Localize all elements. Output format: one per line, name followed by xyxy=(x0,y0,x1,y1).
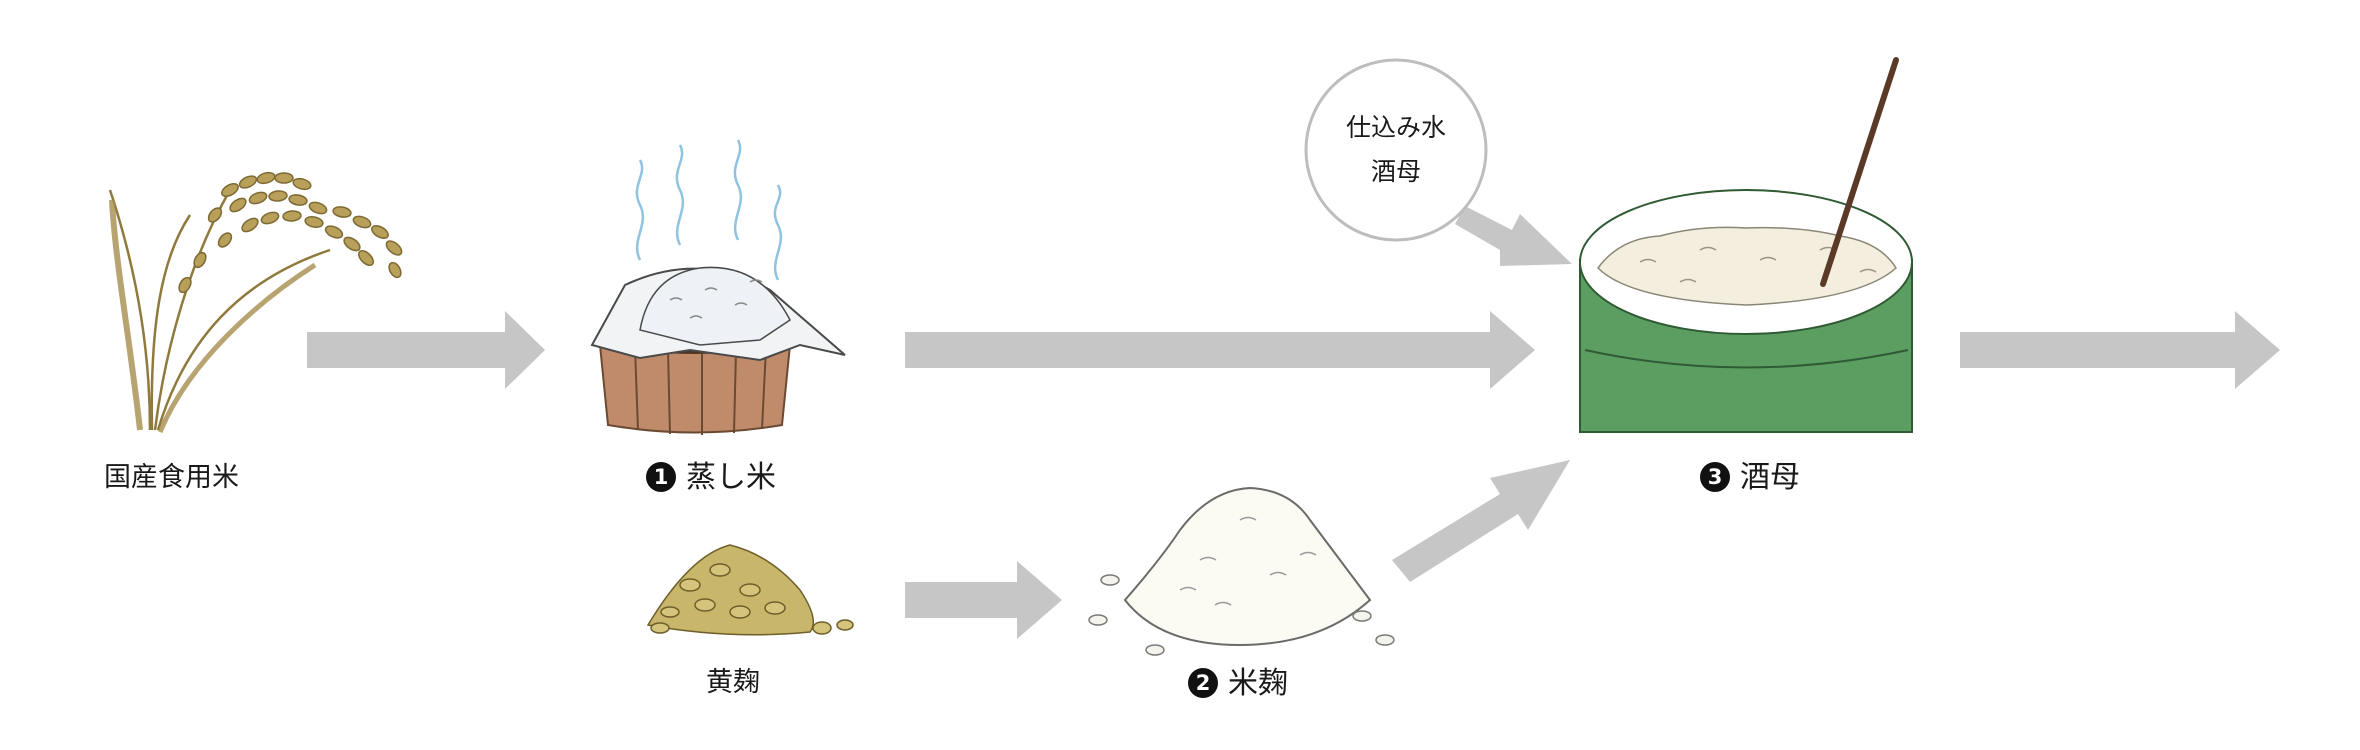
step1-text: 蒸し米 xyxy=(686,460,776,495)
shubo-tank-icon xyxy=(1579,57,1913,433)
bubble-line-1: 仕込み水 xyxy=(1345,113,1446,142)
rice-koji-pile-icon xyxy=(1088,486,1395,656)
rice-plant-icon xyxy=(108,171,403,433)
paddle-icon xyxy=(1820,57,1899,287)
koji-spores-label: 黄麹 xyxy=(706,667,760,698)
rice-label: 国産食用米 xyxy=(104,462,239,493)
arrow-steamed-to-shubo xyxy=(905,311,1535,389)
step3-badge: 3 xyxy=(1700,462,1730,492)
arrow-ricekoji-to-shubo xyxy=(1392,460,1570,582)
input-bubble xyxy=(1304,58,1488,242)
arrow-koji-to-ricekoji xyxy=(905,561,1062,639)
bubble-text: 仕込み水 酒母 xyxy=(1306,106,1486,194)
arrow-water-to-shubo xyxy=(1455,206,1572,266)
step2-badge: 2 xyxy=(1188,668,1218,698)
bubble-line-2: 酒母 xyxy=(1370,157,1421,186)
step1-label: 1 蒸し米 xyxy=(646,452,776,496)
arrow-rice-to-steamed xyxy=(307,311,545,389)
arrows xyxy=(307,206,2280,639)
step1-badge: 1 xyxy=(646,462,676,492)
arrow-shubo-out xyxy=(1960,311,2280,389)
step3-text: 酒母 xyxy=(1740,460,1800,495)
step3-label: 3 酒母 xyxy=(1700,452,1800,496)
step2-label: 2 米麹 xyxy=(1188,658,1288,702)
step2-text: 米麹 xyxy=(1228,666,1288,701)
yellow-koji-icon xyxy=(646,544,854,636)
steamed-rice-tub-icon xyxy=(590,139,846,435)
